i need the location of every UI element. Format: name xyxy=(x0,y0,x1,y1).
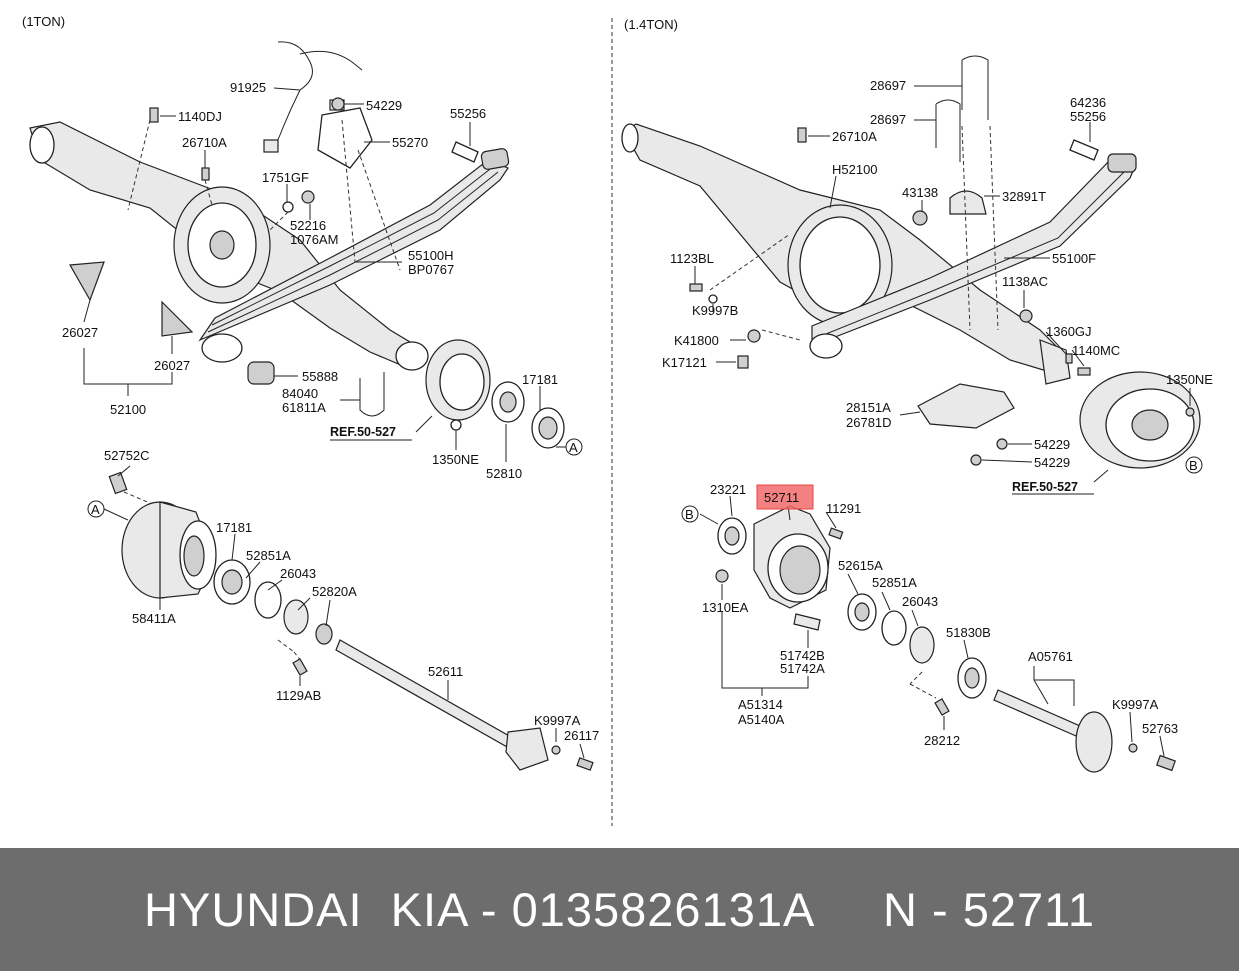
part-label-K17121[interactable]: K17121 xyxy=(662,355,707,370)
part-label-54229[interactable]: 54229 xyxy=(366,98,402,113)
part-label-32891T[interactable]: 32891T xyxy=(1002,189,1046,204)
callout-b-lower[interactable]: B xyxy=(685,507,694,522)
part-label-51742B[interactable]: 51742B xyxy=(780,648,825,663)
footer-banner: HYUNDAI KIA - 0135826131A N - 52711 xyxy=(0,848,1239,971)
part-label-52611[interactable]: 52611 xyxy=(428,664,463,679)
part-label-26027-b[interactable]: 26027 xyxy=(154,358,190,373)
callout-a-lower[interactable]: A xyxy=(91,502,100,517)
left-part-labels: 91925 54229 1140DJ 55270 55256 26710A 17… xyxy=(62,80,599,743)
part-label-26710A-right[interactable]: 26710A xyxy=(832,129,877,144)
part-label-55256-right[interactable]: 55256 xyxy=(1070,109,1106,124)
left-lower-drawing xyxy=(108,471,594,771)
part-label-28151A[interactable]: 28151A xyxy=(846,400,891,415)
part-label-52216[interactable]: 52216 xyxy=(290,218,326,233)
section-title-1ton: (1TON) xyxy=(22,14,65,29)
part-label-1123BL[interactable]: 1123BL xyxy=(670,251,714,266)
part-label-55270[interactable]: 55270 xyxy=(392,135,428,150)
part-label-17181-b[interactable]: 17181 xyxy=(216,520,252,535)
footer-part-number: HYUNDAI KIA - 0135826131A N - 52711 xyxy=(144,883,1095,936)
part-label-1350NE[interactable]: 1350NE xyxy=(432,452,479,467)
part-label-58411A[interactable]: 58411A xyxy=(132,611,176,626)
callout-circle-b-upper xyxy=(1185,456,1203,474)
right-leaders xyxy=(694,85,1191,483)
left-drawing xyxy=(29,41,565,449)
part-label-26710A[interactable]: 26710A xyxy=(182,135,227,150)
part-label-55888[interactable]: 55888 xyxy=(302,369,338,384)
part-label-1360GJ[interactable]: 1360GJ xyxy=(1046,324,1092,339)
part-label-28697-b[interactable]: 28697 xyxy=(870,112,906,127)
callout-a-upper[interactable]: A xyxy=(569,440,578,455)
part-label-55100H[interactable]: 55100H xyxy=(408,248,454,263)
part-label-1140DJ[interactable]: 1140DJ xyxy=(178,109,222,124)
part-label-A51314[interactable]: A51314 xyxy=(738,697,783,712)
parts-diagram: (1TON) (1.4TON) xyxy=(22,14,1213,826)
callout-circle-b-lower xyxy=(681,505,699,523)
part-label-28697-a[interactable]: 28697 xyxy=(870,78,906,93)
part-label-55100F[interactable]: 55100F xyxy=(1052,251,1096,266)
part-label-52851A-left[interactable]: 52851A xyxy=(246,548,291,563)
part-label-26043-left[interactable]: 26043 xyxy=(280,566,316,581)
right-drawing xyxy=(621,55,1201,469)
part-label-84040[interactable]: 84040 xyxy=(282,386,318,401)
part-label-52615A[interactable]: 52615A xyxy=(838,558,883,573)
right-lower-drawing xyxy=(715,505,1176,773)
callout-b-upper[interactable]: B xyxy=(1189,458,1198,473)
part-label-11291[interactable]: 11291 xyxy=(826,501,861,516)
part-label-26781D[interactable]: 26781D xyxy=(846,415,892,430)
part-label-52100[interactable]: 52100 xyxy=(110,402,146,417)
part-label-23221[interactable]: 23221 xyxy=(710,482,746,497)
part-label-52711-highlighted[interactable]: 52711 xyxy=(764,490,799,505)
part-label-26043-right[interactable]: 26043 xyxy=(902,594,938,609)
part-label-H52100[interactable]: H52100 xyxy=(832,162,878,177)
part-label-K9997A-left[interactable]: K9997A xyxy=(534,713,581,728)
callout-circle-a-upper xyxy=(565,438,583,456)
part-label-54229-b[interactable]: 54229 xyxy=(1034,455,1070,470)
part-label-A05761[interactable]: A05761 xyxy=(1028,649,1073,664)
part-label-1129AB[interactable]: 1129AB xyxy=(276,688,321,703)
part-label-1138AC[interactable]: 1138AC xyxy=(1002,274,1048,289)
part-label-1751GF[interactable]: 1751GF xyxy=(262,170,309,185)
part-label-52810[interactable]: 52810 xyxy=(486,466,522,481)
part-label-1310EA[interactable]: 1310EA xyxy=(702,600,749,615)
part-label-K41800[interactable]: K41800 xyxy=(674,333,719,348)
left-leaders xyxy=(83,87,566,462)
part-label-51742A[interactable]: 51742A xyxy=(780,661,825,676)
part-label-17181-a[interactable]: 17181 xyxy=(522,372,558,387)
section-title-1-4ton: (1.4TON) xyxy=(624,17,678,32)
right-lower-leaders xyxy=(699,495,1165,757)
left-lower-leaders xyxy=(103,465,585,759)
part-label-54229-a[interactable]: 54229 xyxy=(1034,437,1070,452)
part-label-1350NE-right[interactable]: 1350NE xyxy=(1166,372,1213,387)
part-label-28212[interactable]: 28212 xyxy=(924,733,960,748)
part-label-K9997A-right[interactable]: K9997A xyxy=(1112,697,1159,712)
part-label-52752C[interactable]: 52752C xyxy=(104,448,150,463)
ref-label-50-527-left[interactable]: REF.50-527 xyxy=(330,425,396,439)
part-label-52851A-right[interactable]: 52851A xyxy=(872,575,917,590)
part-label-55256[interactable]: 55256 xyxy=(450,106,486,121)
part-label-51830B[interactable]: 51830B xyxy=(946,625,991,640)
part-label-52763[interactable]: 52763 xyxy=(1142,721,1178,736)
part-label-52820A[interactable]: 52820A xyxy=(312,584,357,599)
part-label-1076AM[interactable]: 1076AM xyxy=(290,232,338,247)
part-label-91925[interactable]: 91925 xyxy=(230,80,266,95)
part-label-64236[interactable]: 64236 xyxy=(1070,95,1106,110)
part-label-26027-a[interactable]: 26027 xyxy=(62,325,98,340)
callout-circle-a-lower xyxy=(87,500,105,518)
part-label-K9997B[interactable]: K9997B xyxy=(692,303,738,318)
part-label-A5140A[interactable]: A5140A xyxy=(738,712,785,727)
part-label-26117[interactable]: 26117 xyxy=(564,728,599,743)
part-label-1140MC[interactable]: 1140MC xyxy=(1072,343,1120,358)
ref-label-50-527-right[interactable]: REF.50-527 xyxy=(1012,480,1078,494)
part-label-BP0767[interactable]: BP0767 xyxy=(408,262,454,277)
highlight-box-52711 xyxy=(756,484,814,510)
part-label-43138[interactable]: 43138 xyxy=(902,185,938,200)
part-label-61811A[interactable]: 61811A xyxy=(282,400,326,415)
right-part-labels: 28697 28697 64236 55256 26710A H52100 43… xyxy=(662,78,1213,748)
